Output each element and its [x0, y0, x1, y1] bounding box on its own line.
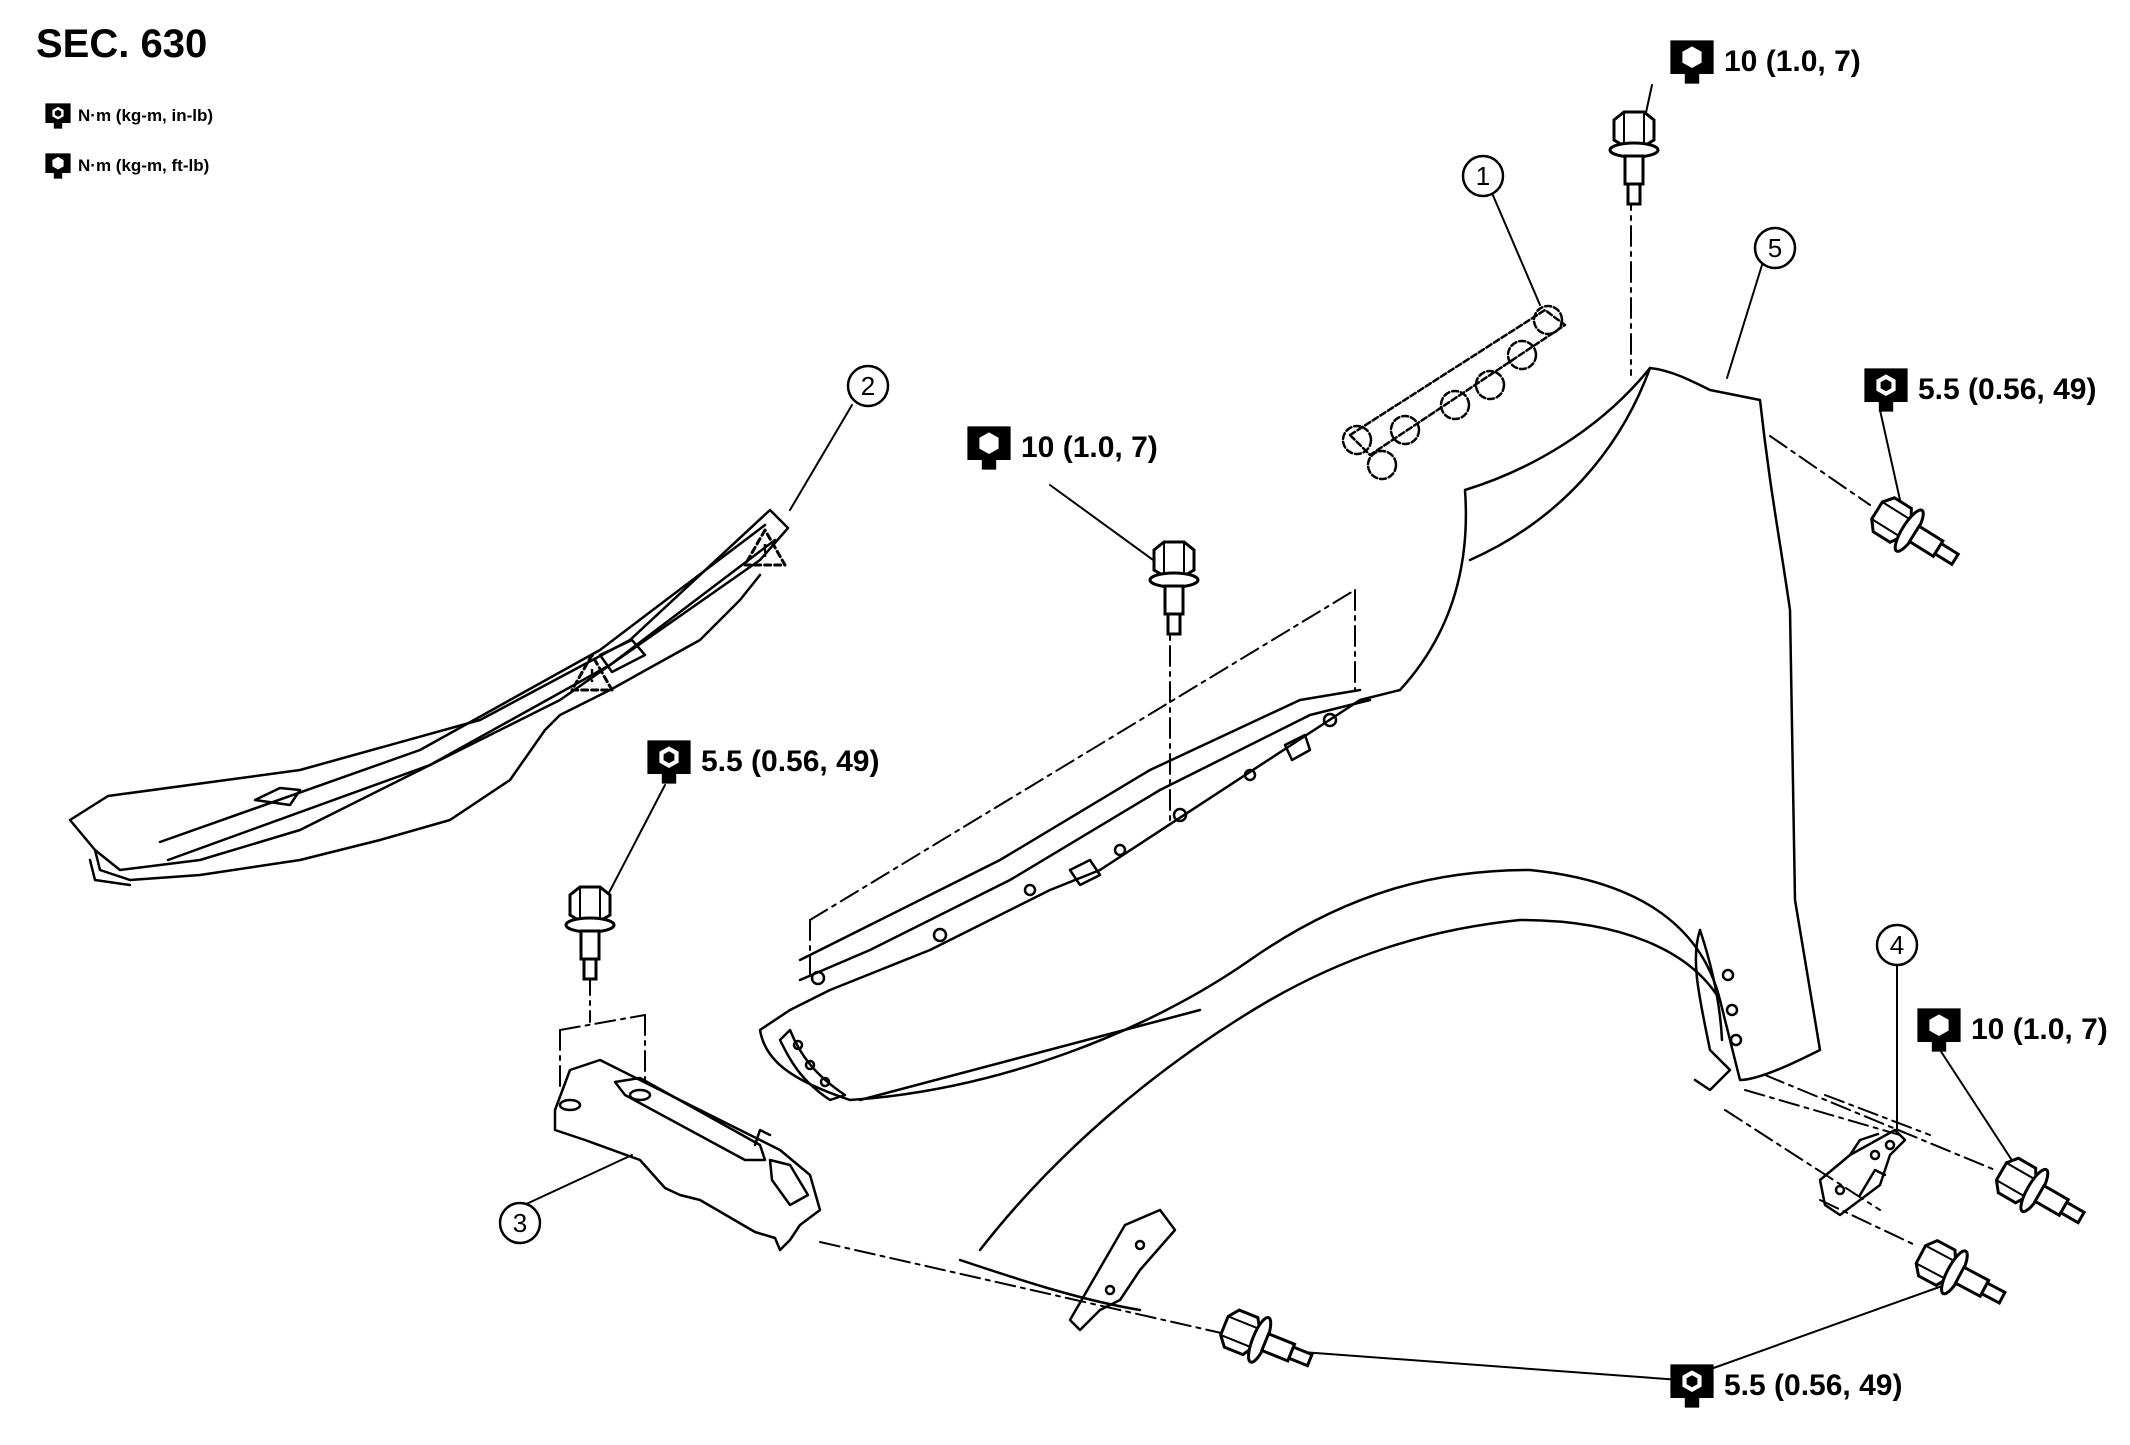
bolt-icon [1907, 1231, 2016, 1321]
legend-torque-in-lb: N·m (kg-m, in-lb) [44, 102, 213, 130]
outline-wrench-icon [967, 426, 1011, 470]
filled-wrench-icon [647, 740, 691, 784]
callout-2-number: 2 [861, 371, 875, 401]
callout-1-number: 1 [1476, 161, 1490, 191]
torque-value: 5.5 (0.56, 49) [701, 745, 880, 778]
callout-1 [1461, 154, 1505, 198]
callout-4 [1875, 923, 1919, 967]
part-1-fender-seal [1341, 304, 1567, 481]
alignment-lines [559, 189, 1996, 1336]
bolt-icon [1213, 1301, 1321, 1385]
part-4-rear-bracket [1818, 1128, 1907, 1217]
clip-triangle-icon [570, 528, 787, 692]
torque-label-mid-left: 10 (1.0, 7) [965, 424, 1158, 472]
part-3-front-bracket [553, 1058, 822, 1252]
torque-label-upper-right: 5.5 (0.56, 49) [1862, 366, 2096, 414]
svg-text:!: ! [762, 541, 768, 561]
part-5-fender [758, 366, 1822, 1332]
part-2-seal-strip [68, 508, 790, 887]
legend-torque-ft-lb: N·m (kg-m, ft-lb) [44, 152, 209, 180]
torque-label-bracket: 5.5 (0.56, 49) [645, 738, 879, 786]
legend-text: N·m (kg-m, in-lb) [78, 106, 214, 125]
torque-label-bottom: 5.5 (0.56, 49) [1668, 1362, 1902, 1410]
outline-wrench-icon [1670, 40, 1714, 84]
filled-wrench-icon [45, 103, 71, 129]
callout-5 [1753, 226, 1797, 270]
bolt-icon [1987, 1148, 2095, 1241]
bolt-icon [1148, 540, 1200, 636]
section-title: SEC. 630 [36, 22, 208, 66]
callout-5-number: 5 [1768, 233, 1782, 263]
callout-3 [498, 1201, 542, 1245]
torque-value: 5.5 (0.56, 49) [1918, 373, 2097, 406]
filled-wrench-icon [1670, 1364, 1714, 1408]
outline-wrench-icon [45, 153, 71, 179]
outline-wrench-icon [1917, 1008, 1961, 1052]
legend-text: N·m (kg-m, ft-lb) [78, 156, 210, 175]
svg-text:!: ! [589, 666, 595, 686]
torque-value: 10 (1.0, 7) [1724, 45, 1861, 78]
leader-lines [521, 84, 2016, 1381]
callout-2 [846, 364, 890, 408]
bolt-icon [1608, 110, 1660, 206]
torque-label-top-center: 10 (1.0, 7) [1668, 38, 1861, 86]
torque-value: 5.5 (0.56, 49) [1724, 1369, 1903, 1402]
torque-value: 10 (1.0, 7) [1971, 1013, 2108, 1046]
filled-wrench-icon [1864, 368, 1908, 412]
bolt-icon [564, 885, 616, 981]
bolt-icon [1862, 488, 1970, 582]
torque-label-lower-right: 10 (1.0, 7) [1915, 1006, 2108, 1054]
torque-value: 10 (1.0, 7) [1021, 431, 1158, 464]
callout-4-number: 4 [1890, 930, 1904, 960]
callout-3-number: 3 [513, 1208, 527, 1238]
